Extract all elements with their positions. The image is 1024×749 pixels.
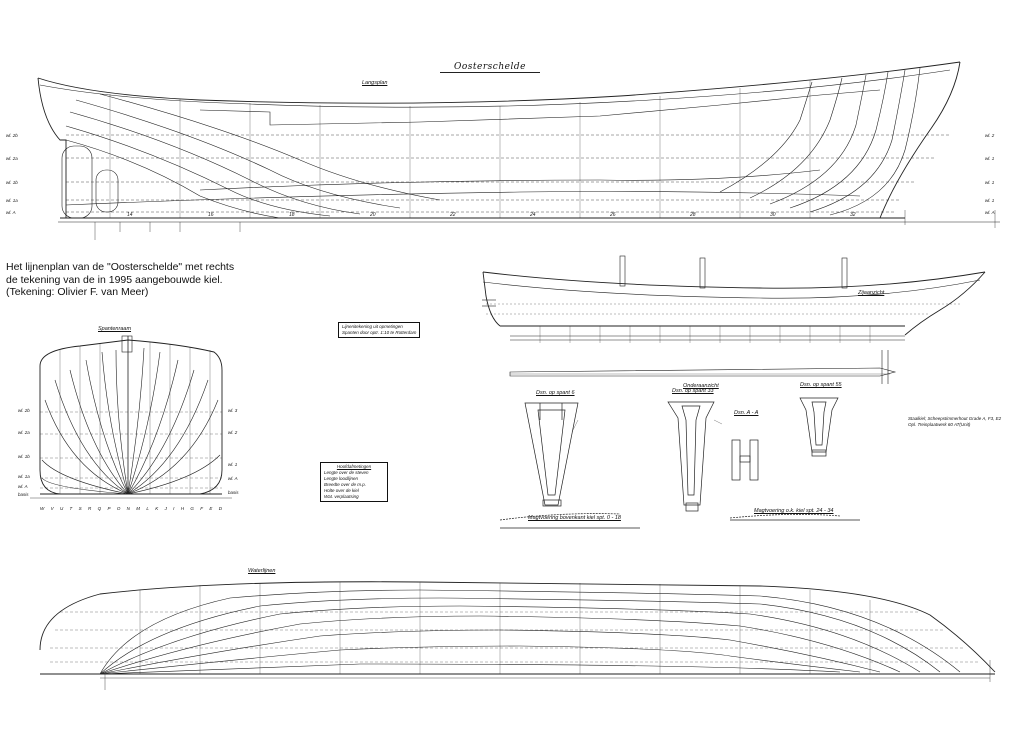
body-plan-label: Spantenraam [98, 326, 132, 332]
station-letter: I [173, 506, 175, 511]
legend-row: Breedte over de m.p. [324, 482, 367, 487]
body-label-right: wl. 1 [228, 462, 238, 467]
wl-mark-left: wl. 1b [6, 180, 18, 185]
section-spant-55-label: Dsn. op spant 55 [800, 382, 842, 388]
station-letter: G [190, 506, 194, 511]
svg-text:16: 16 [208, 212, 214, 218]
svg-text:28: 28 [689, 212, 696, 218]
svg-text:30: 30 [770, 212, 776, 218]
mast-bottom-label: Magtvoering bovenkant kiel spt. 0 - 18 [528, 515, 621, 521]
station-letter: V [50, 506, 54, 511]
body-label-left: wl. A [18, 484, 28, 489]
legend-row: Lengte loodlijnen [324, 476, 359, 481]
side-view [482, 255, 986, 384]
ship-name-title: Oosterschelde [440, 62, 540, 73]
bottom-view-label: Onderaanzicht [683, 383, 719, 389]
svg-text:26: 26 [609, 212, 616, 218]
mast-keel-label: Magtvoering o.k. kiel spt. 24 - 34 [754, 508, 834, 514]
body-label-left: basis [18, 492, 29, 497]
wl-mark-left: wl. 1a [6, 198, 18, 203]
detail-aa-label: Dsn. A - A [734, 410, 759, 416]
station-letter: R [88, 506, 92, 511]
profile-view-label: Langsplan [362, 80, 388, 86]
wl-mark-right: wl. 1 [985, 180, 995, 185]
wl-mark-left: wl. 2a [6, 156, 18, 161]
station-letter: H [180, 506, 185, 511]
section-spant-33-label: Dsn. op spant 33 [672, 388, 714, 394]
svg-text:14: 14 [127, 212, 133, 218]
wl-mark-left: wl. A [6, 210, 16, 215]
section-spant-6-label: Dsn. op spant 6 [536, 390, 575, 396]
caption-block: Het lijnenplan van de "Oosterschelde" me… [6, 261, 234, 299]
station-letter: E [209, 506, 213, 511]
right-note-line-1: Staalkiel; Scheepstimmerhout Grade A, F3… [908, 416, 1002, 421]
wl-mark-right: wl. 2 [985, 133, 995, 138]
side-view-label: Zijaanzicht [858, 290, 885, 296]
waterlines-label: Waterlijnen [248, 568, 276, 574]
svg-text:20: 20 [369, 212, 376, 218]
svg-text:24: 24 [529, 212, 536, 218]
right-note-line-2: Opl. Treinplaatwerk 60 AT(Unit) [908, 422, 971, 427]
station-letter: Q [97, 506, 102, 511]
station-letter: W [40, 506, 45, 511]
body-label-left: wl. 1a [18, 474, 30, 479]
caption-line-2: de tekening van de in 1995 aangebouwde k… [6, 273, 223, 286]
station-letter: F [200, 506, 203, 511]
station-letter: S [78, 506, 82, 511]
station-letter: K [155, 506, 159, 511]
body-label-right: wl. 3 [228, 408, 238, 413]
station-letter: P [107, 506, 111, 511]
svg-text:32: 32 [850, 212, 856, 218]
body-label-right: wl. 2 [228, 430, 238, 435]
legend-row: Lengte over de steven [324, 470, 369, 475]
legend-row: Wat. verplaatsing [324, 494, 359, 499]
station-letter: O [116, 506, 121, 511]
station-letter: T [69, 506, 73, 511]
caption-line-3: (Tekening: Olivier F. van Meer) [6, 286, 149, 298]
wl-mark-right: wl. 1 [985, 156, 995, 161]
body-label-right: basis [228, 490, 239, 495]
station-letter: L [146, 506, 149, 511]
waterlines-view [39, 581, 996, 690]
body-label-left: wl. 2a [18, 430, 30, 435]
body-plan-view [30, 335, 232, 499]
wl-mark-right: wl. 1 [985, 198, 995, 203]
station-letter: M [136, 506, 141, 511]
svg-text:22: 22 [449, 212, 456, 218]
note-line-1: Lijnenitekening uit opmetingen [342, 324, 403, 329]
legend-box: Hoofdafmetingen Lengte over de steven Le… [320, 462, 388, 502]
station-letter: J [164, 506, 167, 511]
legend-row: Holte over de kiel [324, 488, 359, 493]
note-line-2: Spanten door optr. 1:10 te Rotterdam [342, 330, 417, 335]
note-box: Lijnenitekening uit opmetingen Spanten d… [338, 322, 421, 338]
station-letter: N [126, 506, 130, 511]
body-label-left: wl. 2b [18, 408, 30, 413]
profile-view: 14 16 18 20 22 24 26 28 30 32 [37, 61, 1000, 240]
station-letter: D [218, 506, 222, 511]
body-label-left: wl. 1b [18, 454, 30, 459]
wl-mark-right: wl. A [985, 210, 995, 215]
keel-sections [499, 397, 860, 529]
station-letter: U [59, 506, 64, 511]
station-letter-row: W V U T S R Q P O N M L K J I H G F E D [40, 506, 222, 511]
svg-text:18: 18 [289, 212, 295, 218]
caption-line-1: Het lijnenplan van de "Oosterschelde" me… [6, 261, 235, 273]
body-label-right: wl. A [228, 476, 238, 481]
legend-title: Hoofdafmetingen [336, 464, 372, 469]
wl-mark-left: wl. 2b [6, 133, 18, 138]
